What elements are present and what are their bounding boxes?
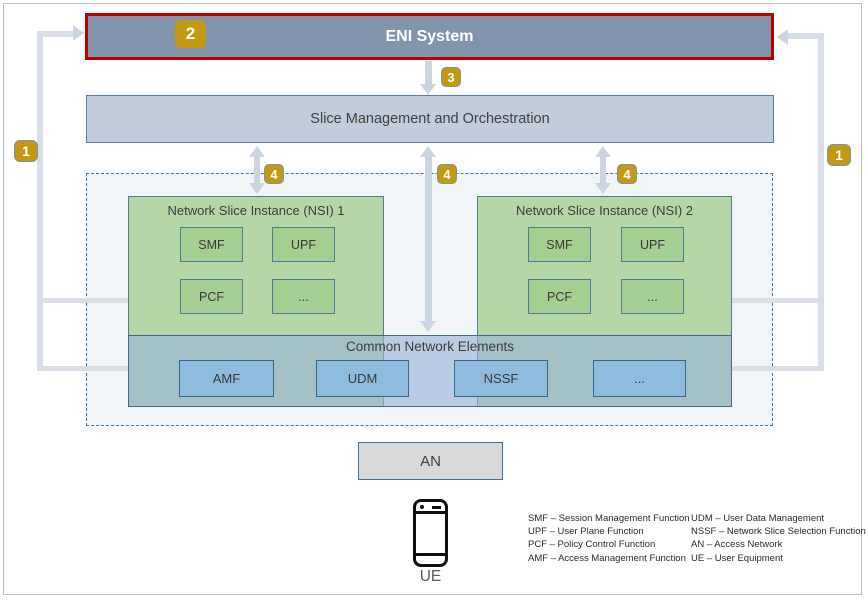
ue-label: UE (419, 568, 442, 585)
legend-item: AN – Access Network (691, 539, 783, 551)
smo-nsi2-arrowhead-down-icon (595, 183, 611, 194)
legend-column-2: UDM – User Data Management NSSF – Networ… (691, 512, 866, 565)
nsi1-smf-label: SMF (198, 237, 225, 252)
phone-speaker-icon (432, 506, 441, 509)
right-arrowhead-into-eni-icon (777, 29, 788, 45)
badge-1-right: 1 (827, 144, 851, 166)
smo-nsi1-arrowhead-down-icon (249, 183, 265, 194)
slice-management-orchestration-box: Slice Management and Orchestration (86, 95, 774, 143)
right-connector-stub-cne (731, 366, 820, 371)
smo-nsi1-arrowhead-up-icon (249, 146, 265, 157)
cne-title: Common Network Elements (345, 339, 515, 354)
badge-4-left: 4 (264, 164, 284, 184)
eni-system-label: ENI System (385, 27, 474, 45)
smo-nsi1-arrow-shaft (254, 155, 260, 184)
legend-item: PCF – Policy Control Function (528, 539, 656, 551)
eni-to-smo-arrowhead-icon (420, 84, 436, 95)
smo-nsi2-arrowhead-up-icon (595, 146, 611, 157)
nsi2-upf-label: UPF (640, 237, 665, 252)
an-label: AN (420, 452, 441, 470)
legend-item: UE – User Equipment (691, 552, 783, 564)
legend-item: AMF – Access Management Function (528, 552, 686, 564)
phone-screen-bottom-line (416, 553, 445, 556)
nsi1-more-box: ... (272, 279, 335, 314)
legend-item: UDM – User Data Management (691, 513, 825, 524)
cne-more-label: ... (634, 371, 645, 386)
cne-nssf-box: NSSF (454, 360, 548, 397)
left-connector-line-top (41, 31, 75, 37)
nsi2-more-box: ... (621, 279, 684, 314)
common-network-elements-box: Common Network Elements AMF UDM NSSF ... (128, 335, 732, 407)
smo-nsi2-arrow-shaft (600, 155, 606, 184)
badge-4-middle: 4 (437, 164, 457, 184)
left-connector-stub-nsi1 (42, 298, 128, 303)
phone-camera-dot-icon (420, 505, 424, 509)
legend-item: UPF – User Plane Function (528, 526, 644, 538)
nsi2-title: Network Slice Instance (NSI) 2 (515, 203, 693, 218)
cne-udm-label: UDM (347, 371, 378, 386)
nsi2-pcf-box: PCF (528, 279, 591, 314)
legend-item: SMF – Session Management Function (528, 513, 690, 524)
nsi1-upf-box: UPF (272, 227, 335, 262)
nsi2-more-label: ... (647, 289, 658, 304)
legend-column-1: SMF – Session Management Function UPF – … (528, 512, 690, 565)
left-arrowhead-into-eni-icon (73, 25, 84, 41)
an-box: AN (358, 442, 503, 480)
smo-cne-arrowhead-down-icon (420, 321, 436, 332)
cne-more-box: ... (593, 360, 686, 397)
nsi1-pcf-box: PCF (180, 279, 243, 314)
right-connector-line-top (786, 33, 822, 39)
smo-cne-arrow-shaft (425, 155, 432, 323)
badge-4-right: 4 (617, 164, 637, 184)
cne-udm-box: UDM (316, 360, 409, 397)
nsi2-smf-label: SMF (546, 237, 573, 252)
nsi1-more-label: ... (298, 289, 309, 304)
nsi1-upf-label: UPF (291, 237, 316, 252)
left-connector-stub-cne (42, 366, 128, 371)
right-connector-line-vertical (818, 33, 824, 371)
nsi2-pcf-label: PCF (547, 289, 572, 304)
nsi1-title: Network Slice Instance (NSI) 1 (167, 203, 345, 218)
nsi2-smf-box: SMF (528, 227, 591, 262)
right-connector-stub-nsi2 (731, 298, 820, 303)
eni-to-smo-arrow-shaft (425, 61, 432, 86)
nsi2-upf-box: UPF (621, 227, 684, 262)
ue-phone-icon (413, 499, 448, 567)
nsi1-smf-box: SMF (180, 227, 243, 262)
phone-screen-top-line (416, 511, 445, 514)
nsi1-pcf-label: PCF (199, 289, 224, 304)
cne-amf-box: AMF (179, 360, 274, 397)
smo-cne-arrowhead-up-icon (420, 146, 436, 157)
diagram-frame (3, 3, 862, 595)
cne-amf-label: AMF (212, 371, 241, 386)
badge-3-eni-smo: 3 (441, 67, 461, 87)
badge-2-eni: 2 (174, 19, 207, 49)
cne-nssf-label: NSSF (483, 371, 519, 386)
legend-item: NSSF – Network Slice Selection Function (691, 526, 866, 538)
badge-1-left: 1 (14, 140, 38, 162)
left-connector-line-vertical (37, 31, 43, 371)
smo-label: Slice Management and Orchestration (310, 111, 550, 127)
